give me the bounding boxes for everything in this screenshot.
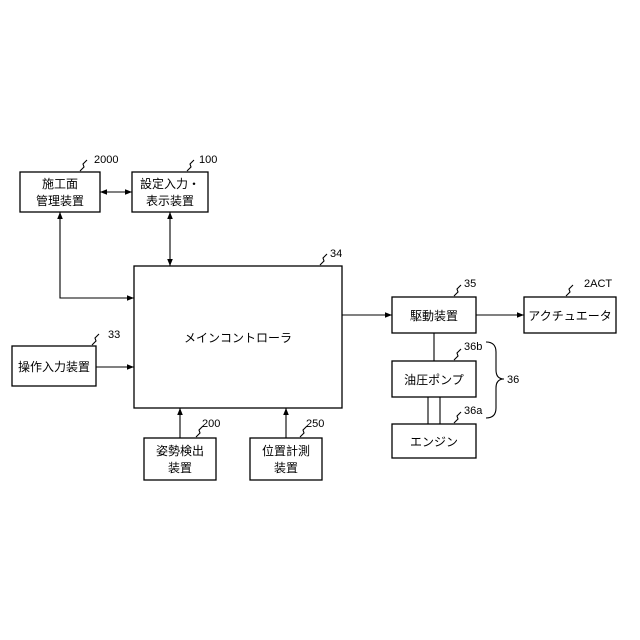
- actuator-block: アクチュエータ 2ACT: [524, 278, 616, 333]
- ref-200: 200: [202, 418, 220, 430]
- ref-leader-36a: [454, 412, 461, 423]
- settings-input-display-block: 設定入力・ 表示装置 100: [132, 154, 217, 212]
- ref-34: 34: [330, 248, 342, 260]
- construction-surface-management-block: 施工面 管理装置 2000: [20, 154, 118, 212]
- attitude-detection-label-1: 姿勢検出: [156, 443, 204, 458]
- engine-block: エンジン 36a: [392, 405, 483, 458]
- ref-leader-2act: [566, 285, 573, 296]
- actuator-label: アクチュエータ: [528, 309, 611, 323]
- attitude-detection-label-2: 装置: [168, 461, 192, 475]
- ref-33: 33: [108, 329, 120, 341]
- drive-unit-block: 駆動装置 35: [392, 278, 476, 333]
- construction-surface-label-2: 管理装置: [36, 193, 84, 208]
- ref-2000: 2000: [94, 154, 118, 166]
- hydraulic-pump-label: 油圧ポンプ: [404, 373, 464, 387]
- operation-input-block: 操作入力装置 33: [12, 329, 120, 386]
- position-measurement-label-2: 装置: [274, 461, 298, 475]
- ref-leader-36b: [454, 349, 461, 360]
- ref-36a: 36a: [464, 405, 483, 417]
- ref-36: 36: [507, 374, 519, 386]
- engine-label: エンジン: [410, 435, 458, 449]
- drive-unit-label: 駆動装置: [410, 309, 458, 323]
- ref-250: 250: [306, 418, 324, 430]
- position-measurement-label-1: 位置計測: [262, 443, 310, 458]
- brace-path: [486, 342, 504, 418]
- construction-surface-label-1: 施工面: [42, 177, 78, 191]
- link-surface-controller: [60, 212, 134, 298]
- attitude-detection-block: 姿勢検出 装置 200: [144, 418, 220, 480]
- operation-input-label: 操作入力装置: [18, 359, 90, 374]
- ref-35: 35: [464, 278, 476, 290]
- hydraulic-pump-block: 油圧ポンプ 36b: [392, 341, 482, 397]
- ref-leader-33: [92, 334, 99, 345]
- position-measurement-block: 位置計測 装置 250: [250, 418, 324, 480]
- main-controller-block: メインコントローラ 34: [134, 248, 342, 408]
- ref-36b: 36b: [464, 341, 482, 353]
- ref-leader-35: [454, 285, 461, 296]
- ref-100: 100: [199, 154, 217, 166]
- main-controller-label: メインコントローラ: [184, 331, 292, 345]
- settings-io-label-1: 設定入力・: [140, 176, 200, 191]
- power-group-brace: 36: [486, 342, 519, 418]
- ref-leader-34: [320, 254, 327, 265]
- ref-2act: 2ACT: [584, 278, 612, 290]
- ref-leader-100: [187, 160, 194, 171]
- settings-io-label-2: 表示装置: [146, 194, 194, 208]
- ref-leader-2000: [80, 160, 87, 171]
